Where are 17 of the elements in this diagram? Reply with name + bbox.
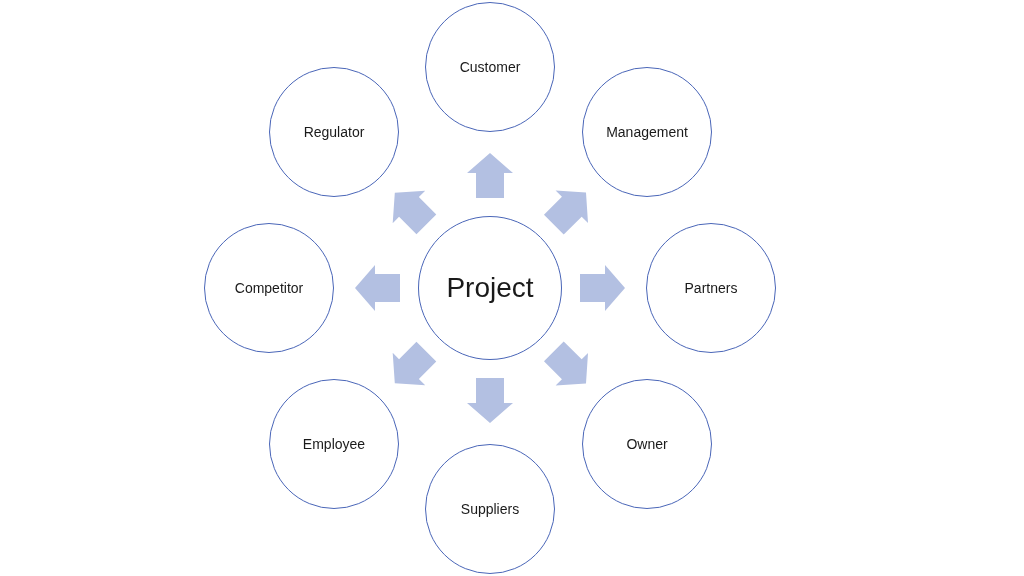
node-label: Management bbox=[606, 123, 688, 141]
block-arrow bbox=[392, 190, 437, 235]
node-label: Suppliers bbox=[460, 500, 520, 518]
node-label: Owner bbox=[626, 435, 668, 453]
node-label: Partners bbox=[684, 279, 738, 297]
block-arrow bbox=[355, 265, 400, 311]
block-arrow bbox=[580, 265, 625, 311]
node-label: Competitor bbox=[234, 279, 304, 297]
block-arrow bbox=[392, 341, 437, 386]
block-arrow bbox=[467, 378, 513, 423]
node-label: Regulator bbox=[303, 123, 365, 141]
node-label: Project bbox=[446, 271, 534, 305]
block-arrow bbox=[544, 341, 588, 386]
node-label: Customer bbox=[459, 58, 521, 76]
block-arrow bbox=[467, 153, 513, 198]
node-label: Employee bbox=[302, 435, 366, 453]
block-arrow bbox=[544, 190, 588, 235]
